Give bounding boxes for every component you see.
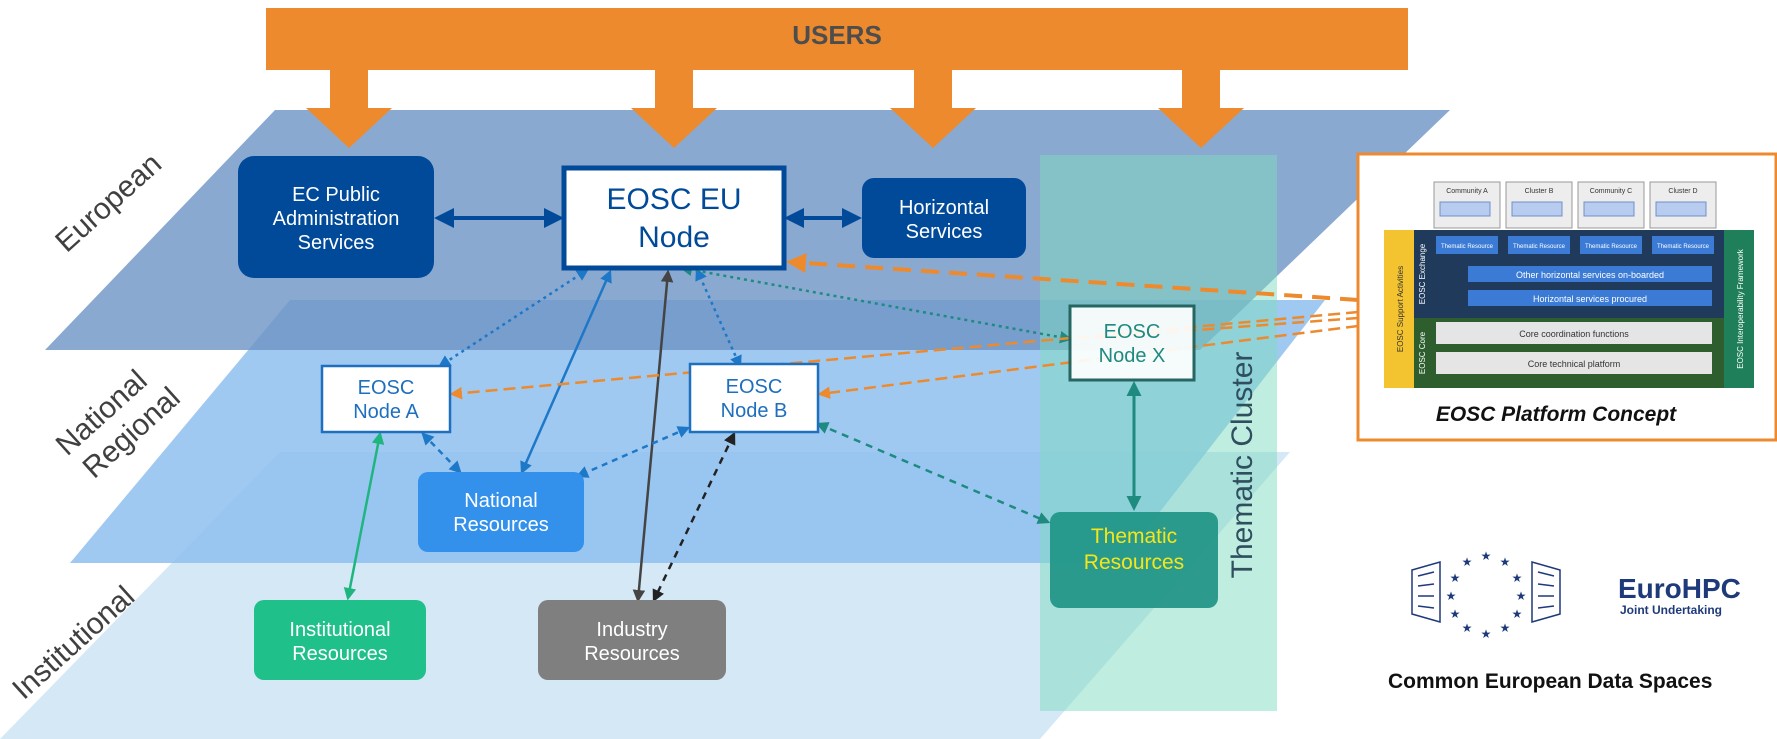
horizontal-procured-label: Horizontal services procured (1533, 294, 1647, 304)
eurohpc-name: EuroHPC (1618, 573, 1741, 604)
svg-text:★: ★ (1462, 555, 1473, 569)
eurohpc-sub: Joint Undertaking (1620, 603, 1722, 617)
thematic-resource-label-d: Thematic Resource (1657, 244, 1710, 250)
eosc-platform-panel: Community A Cluster B Community C Cluste… (1356, 152, 1777, 442)
svg-text:★: ★ (1446, 589, 1457, 603)
svg-text:★: ★ (1512, 607, 1523, 621)
core-label: EOSC Core (1418, 331, 1427, 374)
community-b-label: Cluster B (1525, 188, 1554, 195)
link-node-a-national (421, 432, 462, 474)
eu-stars-icon: ★ ★ ★ ★ ★ ★ ★ ★ ★ ★ ★ ★ (1446, 549, 1527, 641)
thematic-resources-label: Thematic (1091, 525, 1177, 548)
thematic-resource-tile-b (1508, 236, 1570, 254)
interoperability-bar (1724, 230, 1754, 388)
eosc-eu-node-label: EOSC EU (606, 183, 741, 216)
core-coordination-label: Core coordination functions (1519, 329, 1629, 339)
institutional-resources-label: Institutional (289, 619, 390, 641)
core-technical-label: Core technical platform (1528, 359, 1621, 369)
horizontal-services-box (862, 178, 1026, 258)
eosc-node-x-label-2: Node X (1099, 345, 1166, 367)
eosc-node-b-box (688, 362, 820, 434)
community-d-stack (1655, 201, 1707, 217)
eurohpc-emblem-icon (1411, 561, 1561, 623)
ec-public-services-label: EC Public (292, 184, 380, 206)
link-eu-node-x (679, 263, 1073, 344)
users-arrow-3 (890, 70, 976, 148)
svg-text:★: ★ (1500, 621, 1511, 635)
national-resources-label-2: Resources (453, 514, 549, 536)
link-eu-national (520, 269, 612, 475)
link-node-b-national (575, 426, 691, 478)
eosc-node-a-box (320, 364, 452, 434)
exchange-label: EOSC Exchange (1418, 243, 1427, 304)
svg-text:★: ★ (1481, 627, 1492, 641)
community-c-label: Community C (1590, 188, 1632, 195)
svg-text:★: ★ (1450, 571, 1461, 585)
svg-text:★: ★ (1462, 621, 1473, 635)
svg-text:★: ★ (1450, 607, 1461, 621)
other-horizontal-row (1468, 266, 1712, 282)
thematic-resource-label-c: Thematic Resource (1585, 244, 1638, 250)
svg-text:★: ★ (1481, 549, 1492, 563)
horizontal-services-label-2: Services (906, 221, 983, 243)
link-node-a-institutional (343, 431, 385, 601)
interoperability-label: EOSC Interoperability Framework (1736, 248, 1745, 369)
community-d-label: Cluster D (1668, 188, 1697, 195)
institutional-resources-label-2: Resources (292, 643, 388, 665)
eosc-node-a-label: EOSC (358, 377, 415, 399)
link-node-b-industry (652, 431, 736, 603)
horizontal-services-label: Horizontal (899, 197, 989, 219)
thematic-resource-label-b: Thematic Resource (1513, 244, 1566, 250)
thematic-resource-label-a: Thematic Resource (1441, 244, 1494, 250)
national-resources-label: National (464, 490, 537, 512)
core-coordination-row (1436, 322, 1712, 344)
ec-public-services-box (238, 156, 434, 278)
link-platform-node-a (449, 310, 1359, 400)
thematic-resources-label-2: Resources (1084, 551, 1184, 574)
platform-caption: EOSC Platform Concept (1436, 403, 1677, 426)
users-title: USERS (792, 20, 882, 50)
core-technical-row (1436, 352, 1712, 374)
eurohpc-logo: ★ ★ ★ ★ ★ ★ ★ ★ ★ ★ ★ ★ EuroHPC Joint Un… (1411, 549, 1741, 641)
industry-resources-label-2: Resources (584, 643, 680, 665)
svg-text:★: ★ (1516, 589, 1527, 603)
link-platform-eu (786, 253, 1359, 302)
community-c-stack (1583, 201, 1635, 217)
eosc-node-a-label-2: Node A (353, 401, 419, 423)
ec-public-services-label-2: Administration (273, 208, 400, 230)
thematic-resources-box (1050, 512, 1218, 608)
eosc-node-b-label-2: Node B (721, 400, 788, 422)
horizontal-procured-row (1468, 290, 1712, 306)
users-arrow-4 (1158, 70, 1244, 148)
national-resources-box (418, 472, 584, 552)
other-horizontal-label: Other horizontal services on-boarded (1516, 270, 1664, 280)
ec-public-services-label-3: Services (298, 232, 375, 254)
thematic-resource-tile-c (1580, 236, 1642, 254)
support-activities-label: EOSC Support Activities (1396, 266, 1405, 352)
community-a-stack (1439, 201, 1491, 217)
thematic-resource-tile-a (1436, 236, 1498, 254)
link-node-b-thematic (815, 422, 1051, 524)
community-a-label: Community A (1446, 188, 1488, 195)
institutional-resources-box (254, 600, 426, 680)
thematic-resource-tile-d (1652, 236, 1714, 254)
industry-resources-label: Industry (596, 619, 667, 641)
industry-resources-box (538, 600, 726, 680)
support-activities-bar (1384, 230, 1414, 388)
common-data-spaces-caption: Common European Data Spaces (1388, 670, 1712, 693)
eosc-eu-node-box (561, 165, 787, 271)
thematic-cluster-label: Thematic Cluster (1226, 352, 1259, 579)
users-bar (266, 8, 1408, 70)
eosc-eu-node-label-2: Node (638, 221, 710, 254)
svg-text:★: ★ (1512, 571, 1523, 585)
eosc-node-x-label: EOSC (1104, 321, 1161, 343)
eosc-node-b-label: EOSC (726, 376, 783, 398)
users-arrow-2 (631, 70, 717, 148)
svg-text:★: ★ (1500, 555, 1511, 569)
community-b-stack (1511, 201, 1563, 217)
users-arrow-1 (306, 70, 392, 148)
thematic-cluster-column (1040, 155, 1277, 711)
eosc-node-x-box (1068, 304, 1196, 382)
